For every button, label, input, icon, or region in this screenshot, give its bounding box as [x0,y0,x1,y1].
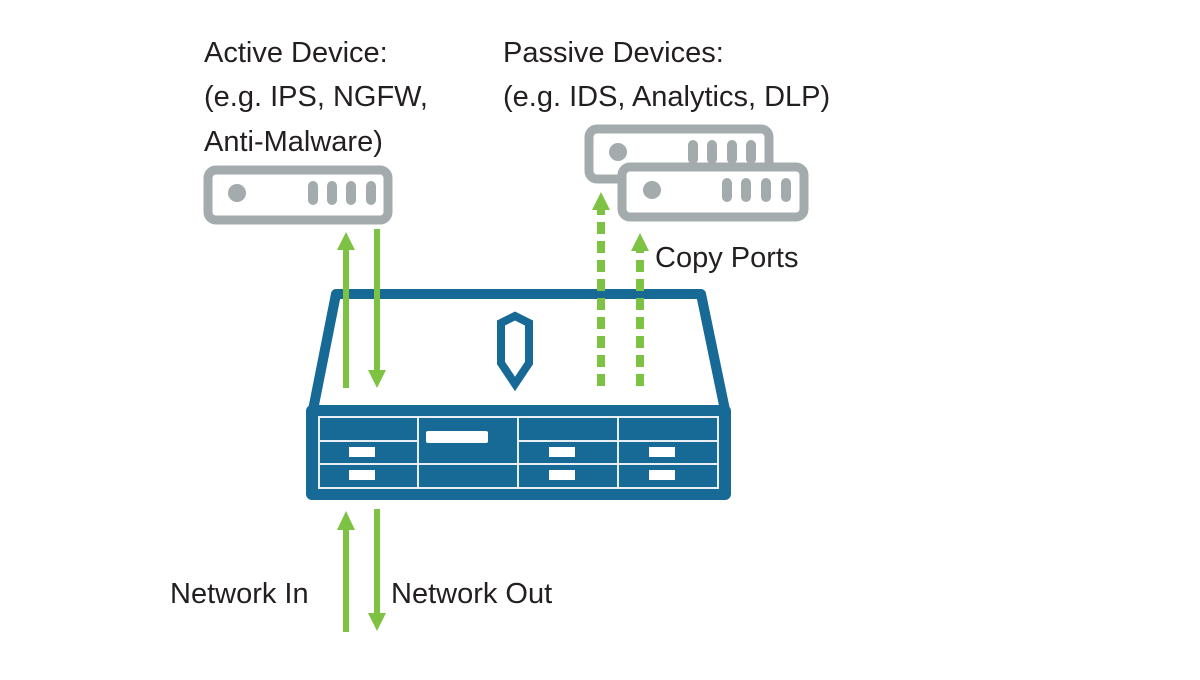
network-out-label: Network Out [391,578,552,610]
passive-device-1-led [609,143,627,161]
network-in-arrow [337,511,355,632]
passive-device-2 [617,162,809,222]
passive-device-2-body [617,162,809,222]
active-device [203,165,393,225]
passive-device-1-ports [688,140,756,164]
network-out-arrow [368,509,386,631]
front-panel-slots [349,431,675,480]
active-device-label-line-2: (e.g. IPS, NGFW, [204,81,428,113]
network-links [337,509,386,632]
from-active-arrow [368,229,386,388]
active-device-led [228,184,246,202]
copy-port-arrow-2 [631,233,649,386]
copy-port-arrow-1 [592,192,610,386]
port-slot [649,447,675,457]
active-device-ports [308,181,376,205]
central-device-top [308,289,730,412]
passive-device-2-ports [722,178,791,202]
port-slot [549,470,575,480]
active-device-body [203,165,393,225]
passive-devices-label-line-2: (e.g. IDS, Analytics, DLP) [503,81,830,113]
active-device-label: Active Device: (e.g. IPS, NGFW, Anti-Mal… [204,37,428,158]
passive-devices-label: Passive Devices: (e.g. IDS, Analytics, D… [503,37,830,113]
active-device-links [337,229,386,388]
port-slot [349,470,375,480]
copy-ports-label: Copy Ports [655,242,798,274]
shield-icon [497,311,533,392]
port-slot [349,447,375,457]
active-device-label-line-3: Anti-Malware) [204,126,383,158]
port-slot [649,470,675,480]
to-active-arrow [337,232,355,388]
central-device [306,289,731,500]
passive-device-2-led [643,181,661,199]
port-slot [549,447,575,457]
passive-devices-label-line-1: Passive Devices: [503,37,724,69]
front-panel-grid [318,416,719,489]
copy-port-links [592,192,649,386]
active-device-label-line-1: Active Device: [204,37,388,69]
display-slot [426,431,488,443]
network-in-label: Network In [170,578,309,610]
